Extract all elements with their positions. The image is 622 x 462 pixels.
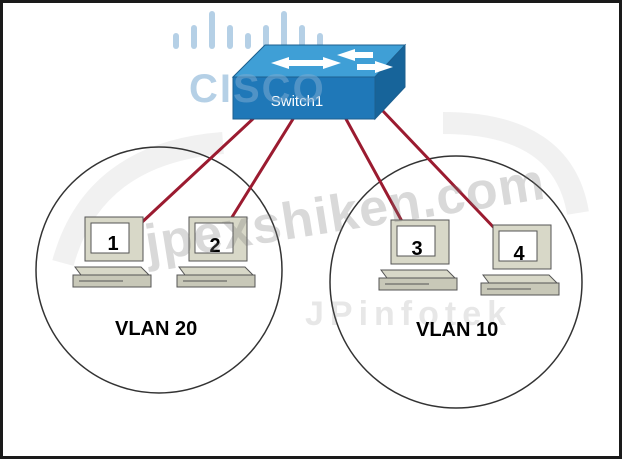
vlan-20-label: VLAN 20 xyxy=(115,318,198,340)
link-host-2 xyxy=(227,117,295,224)
host-3-icon[interactable] xyxy=(378,219,458,291)
switch-label: Switch1 xyxy=(271,93,324,110)
host-2-label: 2 xyxy=(209,235,220,257)
vlan-10-label: VLAN 10 xyxy=(416,319,499,341)
host-4-label: 4 xyxy=(513,243,525,265)
diagram-canvas: Switch1 1 2 3 4 xyxy=(35,11,589,409)
switch1-icon[interactable] xyxy=(231,43,407,121)
host-4-icon[interactable] xyxy=(480,224,560,296)
host-1-icon[interactable] xyxy=(72,216,152,288)
host-1-label: 1 xyxy=(107,233,118,255)
link-host-4 xyxy=(379,107,501,235)
link-host-1 xyxy=(137,115,257,227)
switch-arrows-icon xyxy=(271,49,393,73)
vlan-20-boundary xyxy=(35,146,283,394)
host-2-icon[interactable] xyxy=(176,216,256,288)
vlan-10-boundary xyxy=(329,155,583,409)
watermark-swoosh xyxy=(52,112,589,267)
host-3-label: 3 xyxy=(411,238,422,260)
links xyxy=(137,107,501,235)
link-host-3 xyxy=(344,117,406,227)
watermark-logo-bars xyxy=(173,11,323,49)
